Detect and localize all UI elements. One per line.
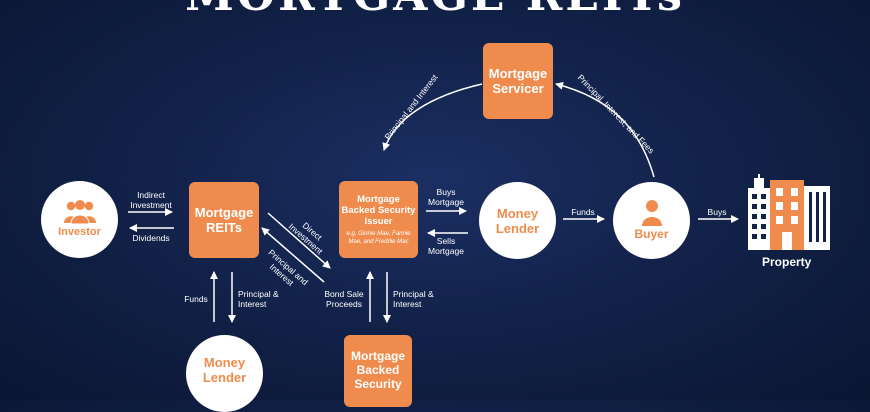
label-sells-mortgage: Sells Mortgage — [428, 236, 464, 256]
mortgage-servicer-label: Mortgage Servicer — [488, 66, 548, 96]
money-lender-right-node: Money Lender — [479, 182, 556, 259]
label-principal-interest-right: Principal & Interest — [393, 289, 434, 309]
label-dividends: Dividends — [132, 233, 170, 243]
mortgage-servicer-box: Mortgage Servicer — [483, 43, 553, 119]
label-bond-sale-proceeds: Bond Sale Proceeds — [324, 289, 364, 309]
mbs-label: Mortgage Backed Security — [351, 349, 405, 391]
label-buys-mortgage: Buys Mortgage — [428, 187, 464, 207]
label-buys-property: Buys — [707, 207, 727, 217]
property-label: Property — [762, 255, 812, 269]
connector-arrows — [128, 81, 739, 323]
mbs-box: Mortgage Backed Security — [344, 335, 412, 407]
label-funds-bottom: Funds — [184, 294, 208, 304]
buyer-label: Buyer — [634, 227, 669, 241]
arrow-direct-investment — [267, 212, 331, 269]
label-principal-interest-left: Principal & Interest — [238, 289, 279, 309]
investor-label: Investor — [58, 226, 101, 238]
buildings-icon — [748, 174, 830, 250]
page-title: MORTGAGE REITs — [0, 0, 870, 21]
arrow-principal-interest-arc — [382, 83, 483, 151]
buyer-node: Buyer — [613, 182, 690, 259]
arrow-principal-interest-fees — [555, 81, 655, 178]
mbs-issuer-note: e.g. Ginnie Mae, Fannie Mae, and Freddie… — [346, 230, 411, 245]
money-lender-right-label: Money Lender — [495, 205, 540, 236]
investor-node: Investor — [41, 181, 118, 258]
money-lender-bottom-label: Money Lender — [202, 354, 247, 385]
group-people-icon — [63, 200, 96, 225]
money-lender-bottom-node: Money Lender — [186, 335, 263, 412]
label-indirect-investment: Indirect Investment — [130, 190, 172, 210]
mbs-issuer-label: Mortgage Backed Security Issuer — [341, 193, 416, 227]
mortgage-reits-label: Mortgage REITs — [194, 205, 254, 235]
arrow-principal-interest-diag — [261, 227, 325, 283]
person-icon — [641, 200, 662, 226]
mbs-issuer-box: Mortgage Backed Security Issuer e.g. Gin… — [339, 181, 418, 258]
label-funds-lender-buyer: Funds — [571, 207, 595, 217]
mortgage-reits-box: Mortgage REITs — [189, 182, 259, 258]
